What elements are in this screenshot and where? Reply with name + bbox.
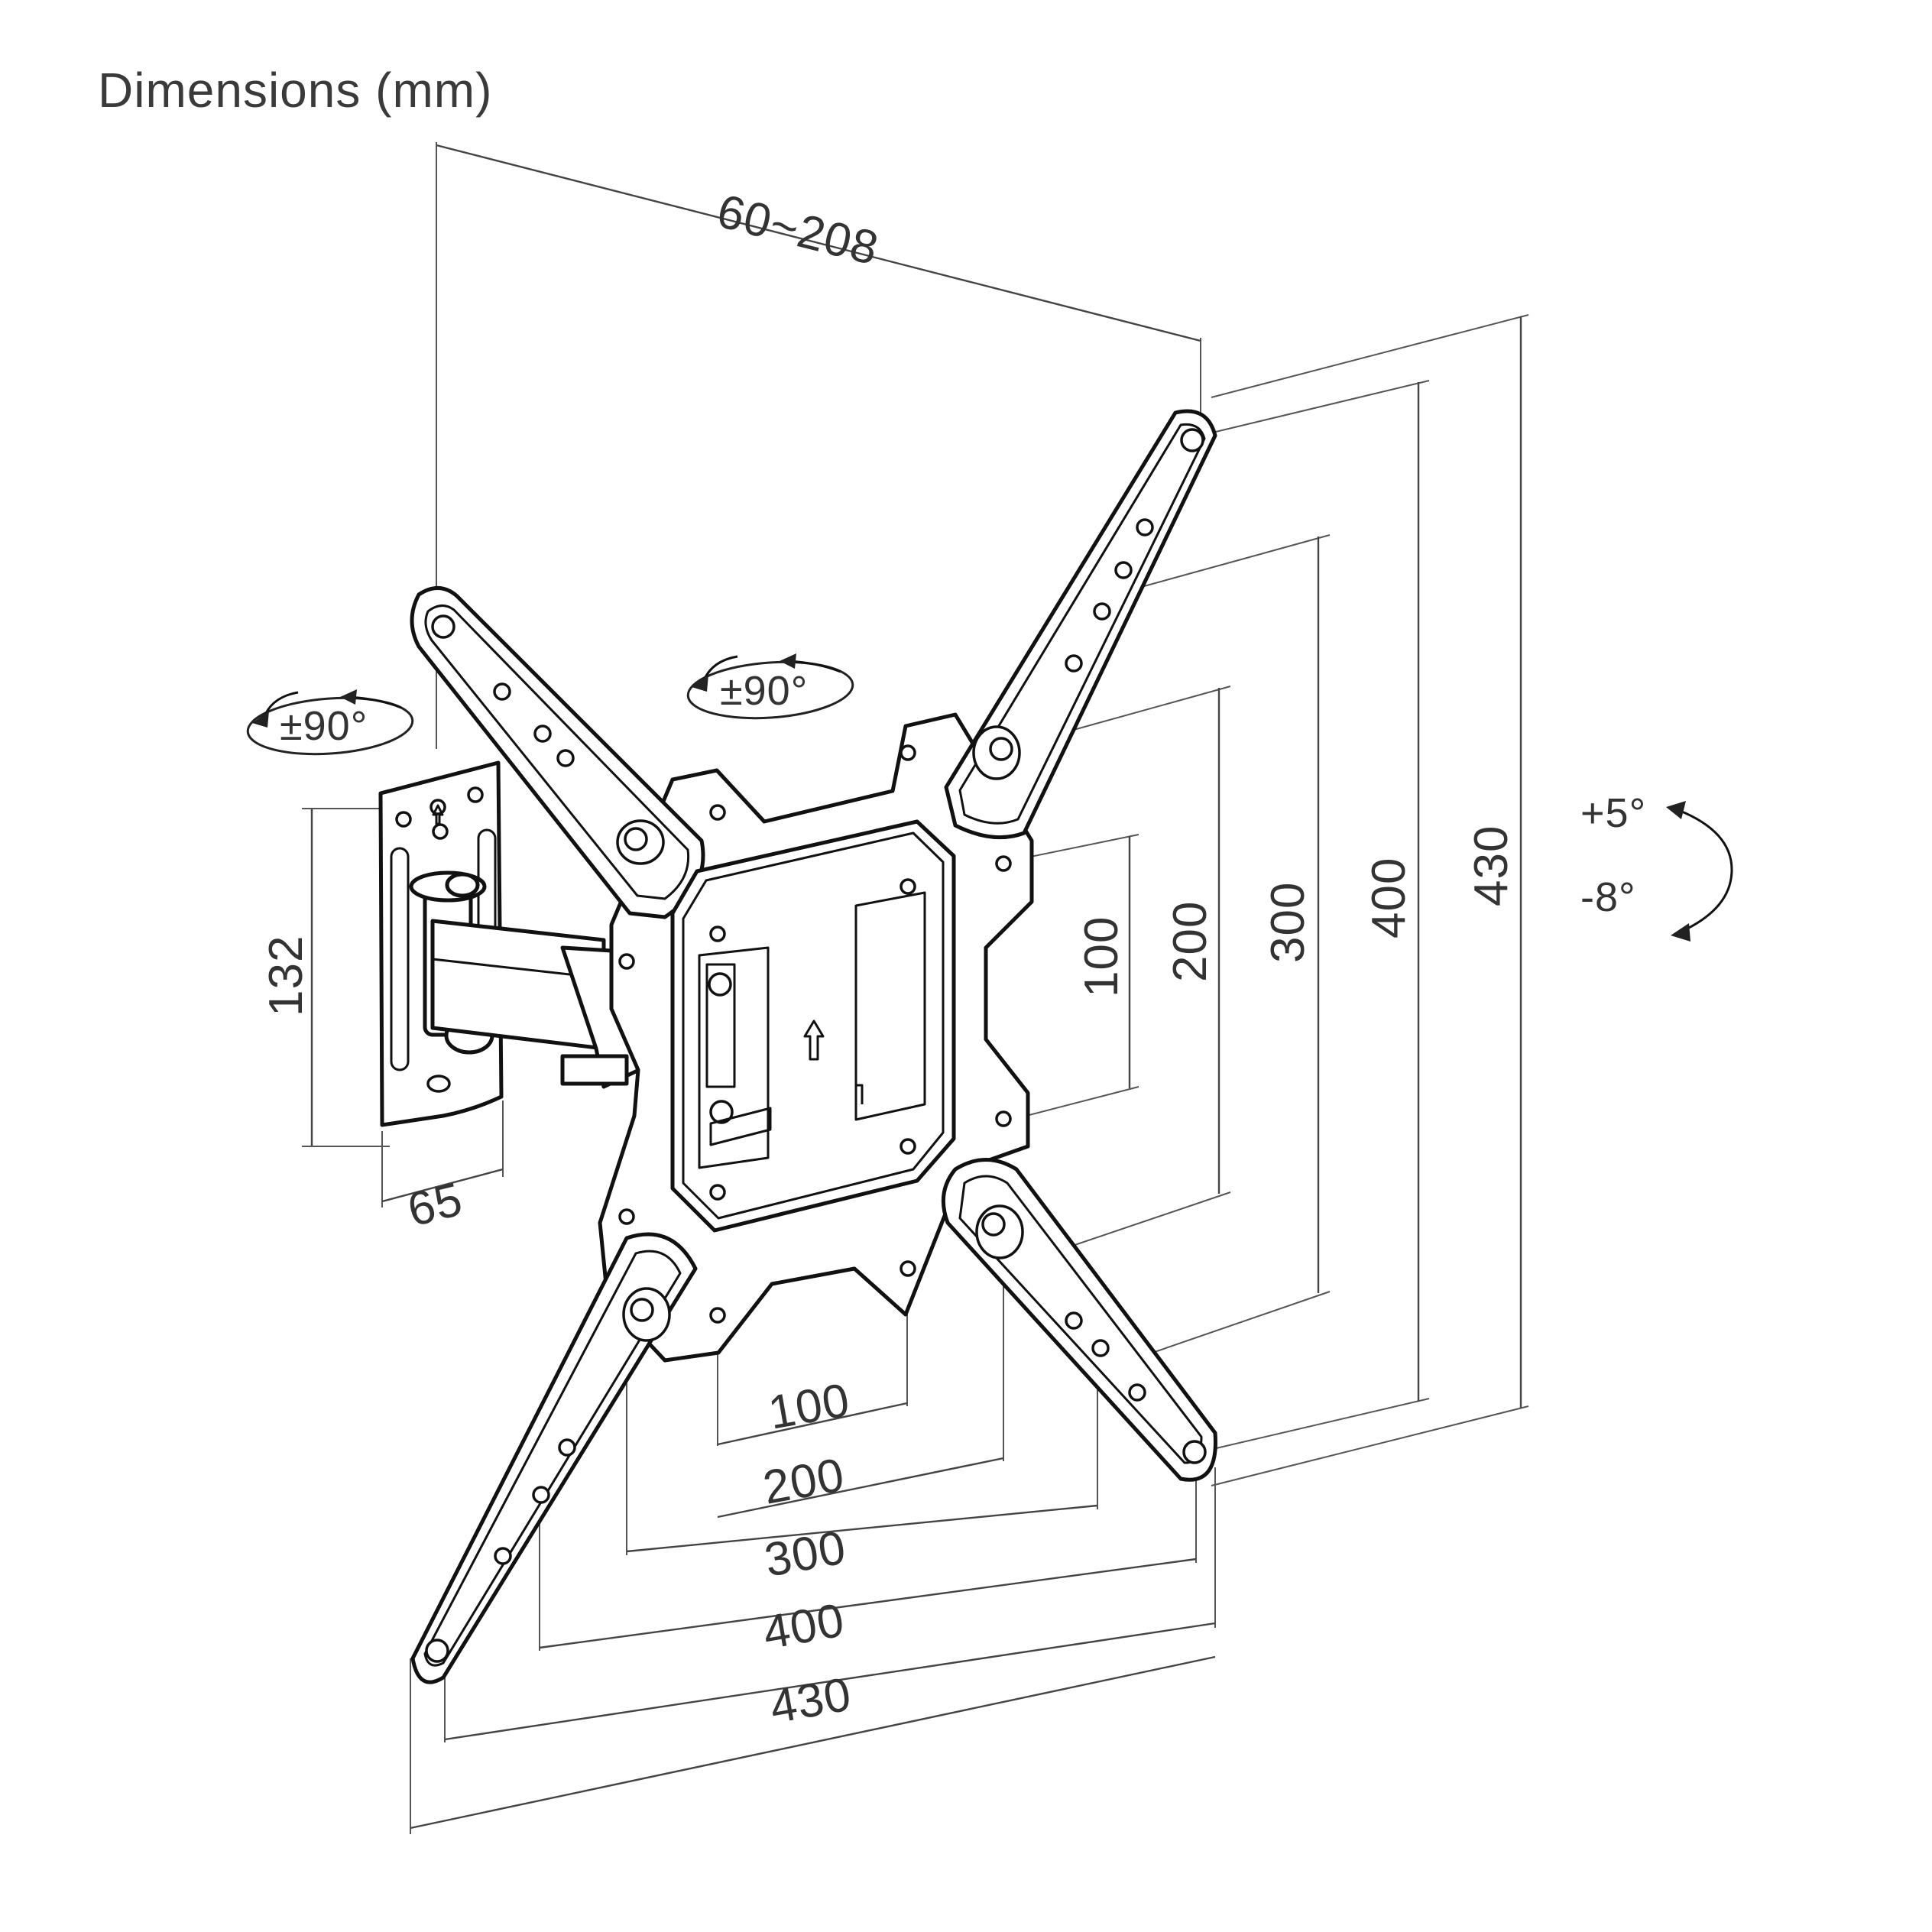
wall-plate-width-label: 65 bbox=[403, 1172, 468, 1237]
vesa-arms bbox=[410, 409, 1217, 1684]
wall-swivel-badge: ±90° bbox=[246, 689, 414, 756]
dimension-lines bbox=[302, 142, 1529, 1834]
vesa-vertical-430-label: 430 bbox=[1465, 825, 1518, 906]
mount-hardware bbox=[378, 409, 1217, 1684]
head-swivel-label: ±90° bbox=[720, 668, 808, 714]
bracket-holes bbox=[618, 744, 1012, 1324]
wall-swivel-label: ±90° bbox=[280, 703, 368, 749]
head-swivel-badge: ±90° bbox=[686, 653, 854, 720]
vesa-vertical-200-label: 200 bbox=[1164, 901, 1217, 982]
arm-extension-label: 60~208 bbox=[712, 185, 884, 276]
vesa-vertical-100-label: 100 bbox=[1075, 916, 1128, 997]
vesa-horizontal-100-label: 100 bbox=[764, 1373, 854, 1439]
tilt-up-label: +5° bbox=[1580, 790, 1646, 836]
vesa-horizontal-430-label: 430 bbox=[766, 1668, 855, 1733]
wall-plate-height-label: 132 bbox=[260, 935, 313, 1016]
tilt-indicator: +5° -8° bbox=[1580, 790, 1733, 942]
vesa-vertical-400-label: 400 bbox=[1363, 857, 1415, 938]
vesa-horizontal-400-label: 400 bbox=[759, 1593, 848, 1659]
vesa-horizontal-300-label: 300 bbox=[760, 1521, 850, 1587]
vesa-horizontal-200-label: 200 bbox=[759, 1448, 848, 1514]
diagram-title: Dimensions (mm) bbox=[98, 63, 492, 118]
vesa-vertical-300-label: 300 bbox=[1262, 882, 1314, 963]
tilt-down-label: -8° bbox=[1580, 874, 1636, 920]
vesa-center-plate bbox=[670, 819, 956, 1233]
